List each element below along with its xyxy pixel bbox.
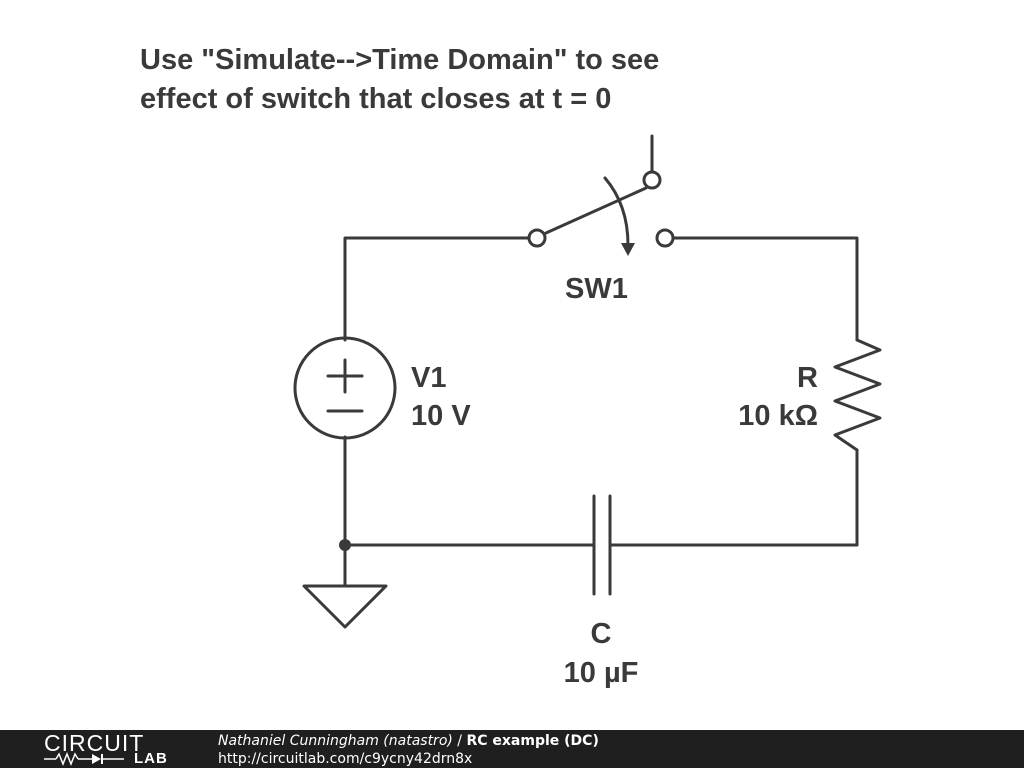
circuit-url-link[interactable]: http://circuitlab.com/c9ycny42drn8x	[218, 751, 473, 767]
switch-arrow-head	[621, 243, 635, 256]
circuit-schematic: Use "Simulate-->Time Domain" to see effe…	[140, 44, 882, 689]
source-circle	[293, 336, 397, 440]
logo-circuit-icon	[44, 752, 124, 766]
switch-blade	[544, 186, 648, 235]
circuit-title-link[interactable]: RC example (DC)	[466, 733, 599, 749]
footer-bar: CIRCUIT LAB Nathaniel Cunningham (natast…	[0, 730, 1024, 768]
capacitor-c[interactable]	[592, 494, 612, 596]
note-line-2: effect of switch that closes at t = 0	[140, 83, 611, 115]
switch-terminal-left	[527, 228, 547, 248]
source-name-label: V1	[411, 362, 446, 394]
credit-separator: /	[452, 733, 467, 749]
switch-motion-arc	[603, 176, 630, 247]
switch-label: SW1	[565, 273, 628, 305]
note-line-1: Use "Simulate-->Time Domain" to see	[140, 44, 659, 76]
circuitlab-logo[interactable]: CIRCUIT LAB	[44, 731, 179, 767]
capacitor-name-label: C	[591, 618, 612, 650]
wire-bottom-right	[608, 448, 859, 547]
junction-node	[339, 539, 351, 551]
footer-credits: Nathaniel Cunningham (natastro) / RC exa…	[218, 732, 599, 768]
resistor-r[interactable]	[833, 338, 882, 452]
author-link[interactable]: Nathaniel Cunningham (natastro)	[218, 733, 453, 749]
resistor-name-label: R	[797, 362, 818, 394]
switch-sw1[interactable]	[527, 134, 675, 256]
voltage-source-v1[interactable]	[293, 336, 397, 440]
wire-top-right	[670, 236, 859, 342]
resistor-value-label: 10 kΩ	[738, 400, 818, 432]
capacitor-value-label: 10 µF	[564, 657, 639, 689]
source-value-label: 10 V	[411, 400, 471, 432]
logo-wordmark-top: CIRCUIT	[44, 730, 145, 756]
wire-top-left	[343, 236, 532, 342]
credit-line: Nathaniel Cunningham (natastro) / RC exa…	[218, 732, 599, 750]
logo-wordmark-bottom: LAB	[134, 750, 168, 767]
switch-terminal-top	[642, 170, 662, 190]
switch-terminal-right	[655, 228, 675, 248]
ground-icon	[302, 584, 388, 629]
